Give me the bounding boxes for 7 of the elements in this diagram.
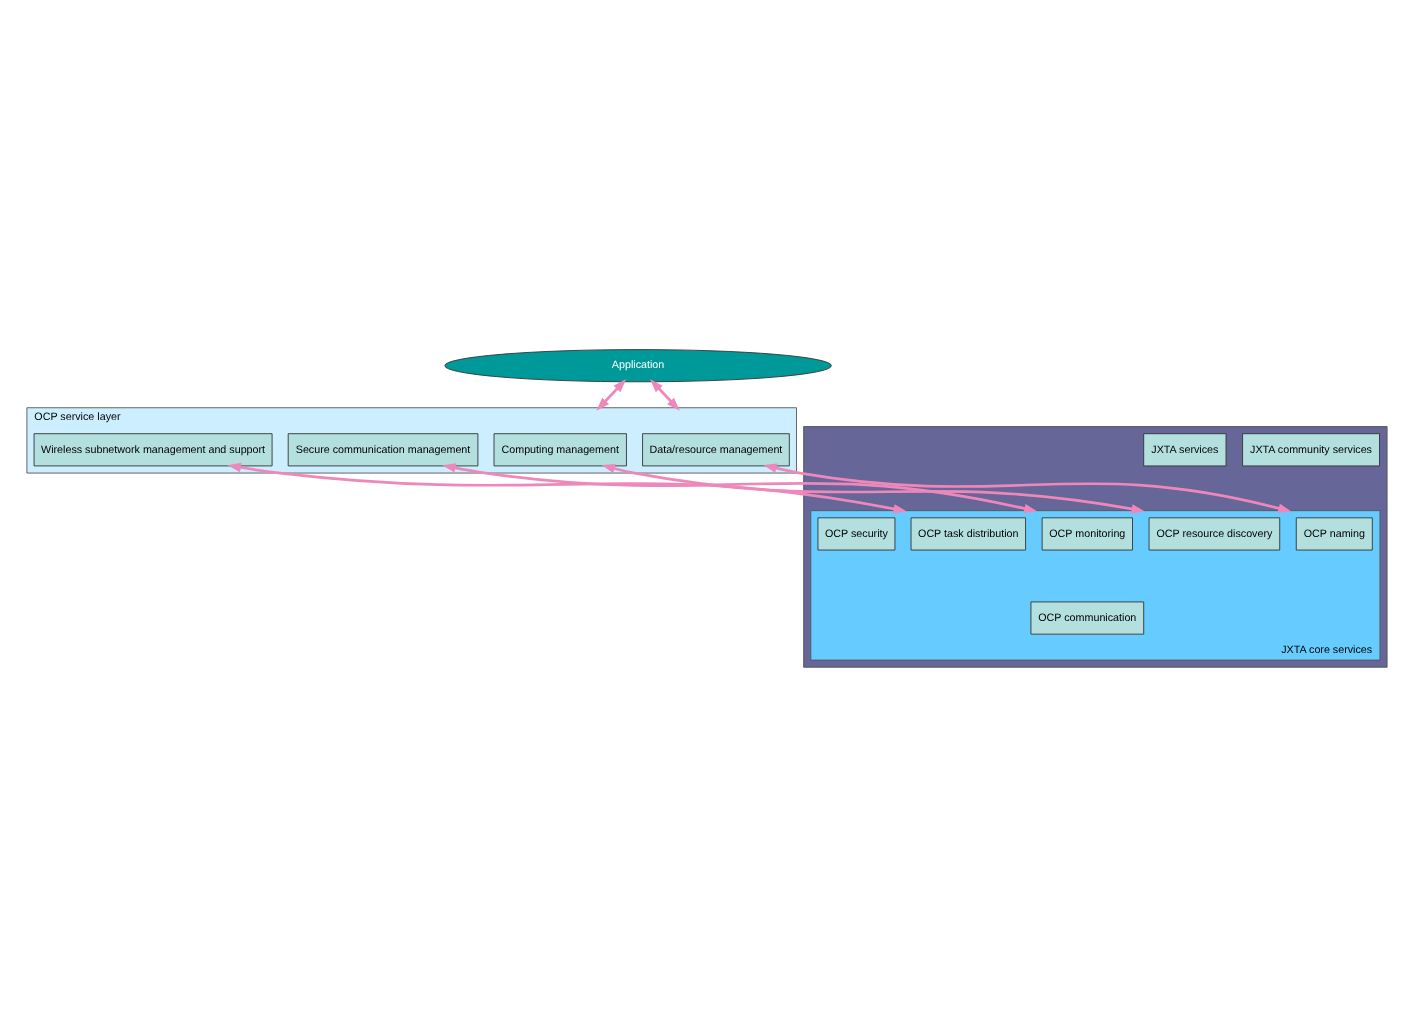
arrow [596, 378, 627, 410]
cluster [803, 425, 1388, 667]
arrow [601, 463, 1145, 513]
arrow [227, 461, 907, 513]
arrow [649, 378, 680, 410]
arrow [763, 462, 1292, 512]
arrow [442, 462, 1038, 513]
